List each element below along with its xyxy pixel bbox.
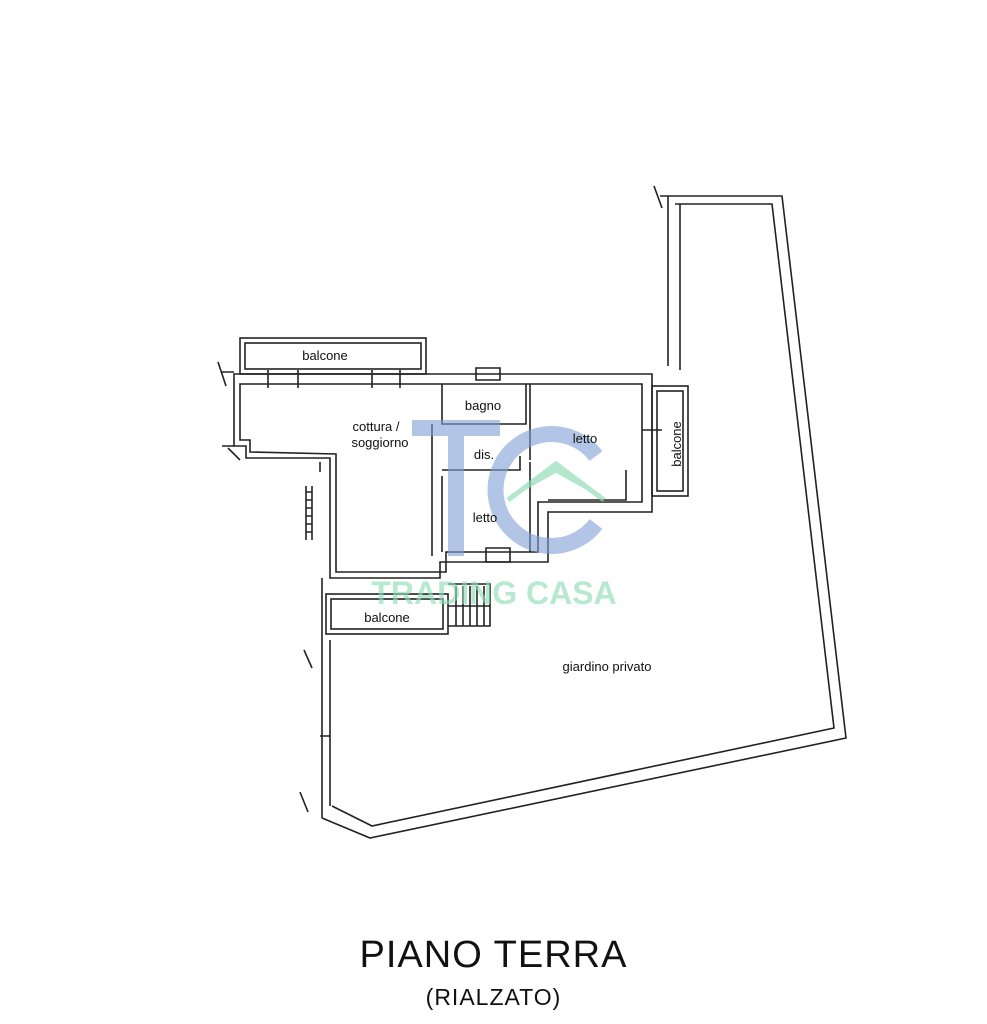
plan-subtitle: (RIALZATO): [425, 984, 562, 1010]
apartment-outer-wall: [233, 373, 653, 579]
hallway-walls: [442, 456, 521, 471]
label-living-1: cottura /: [353, 419, 400, 434]
left-wall-upper: [222, 371, 234, 447]
label-living-2: soggiorno: [351, 435, 408, 450]
break-mark-left-top: [217, 361, 227, 387]
balcony-right-outline: [651, 385, 689, 497]
staircase-outline: [448, 583, 491, 627]
balcony-top-inner: [244, 342, 422, 370]
balcony-bottom-outline: [325, 593, 449, 635]
label-bedroom-right: letto: [573, 431, 598, 446]
garden-boundary-outer: [321, 195, 847, 839]
bedroom-right-walls: [529, 384, 627, 501]
break-mark-left-low: [299, 791, 309, 813]
balcony-bottom-inner: [330, 598, 444, 630]
watermark-c-letter: [487, 426, 603, 554]
left-wall-lower: [321, 578, 331, 818]
left-ramp: [305, 486, 313, 540]
label-hallway: dis.: [474, 447, 494, 462]
apartment-inner-wall: [239, 383, 643, 573]
label-bathroom: bagno: [465, 398, 501, 413]
watermark: TRADING CASA: [371, 420, 617, 611]
staircase-steps: [448, 586, 490, 626]
label-balcony-top: balcone: [302, 348, 348, 363]
watermark-roof-icon: [506, 460, 606, 502]
label-balcony-right: balcone: [669, 421, 684, 467]
label-garden: giardino privato: [563, 659, 652, 674]
balcony-right-inner: [656, 390, 684, 492]
walls: [217, 185, 847, 839]
break-mark-left-mid: [227, 447, 241, 461]
garden-upper-left-stub: [667, 196, 681, 370]
watermark-text: TRADING CASA: [371, 575, 616, 611]
garden-boundary-inner: [331, 203, 835, 827]
break-mark-top: [653, 185, 663, 209]
label-balcony-bottom: balcone: [364, 610, 410, 625]
plan-title: PIANO TERRA: [359, 934, 628, 976]
break-mark-left-bottom: [303, 649, 313, 669]
window-marks: [267, 367, 662, 737]
label-bedroom-center: letto: [473, 510, 498, 525]
watermark-t-letter: [412, 420, 500, 556]
